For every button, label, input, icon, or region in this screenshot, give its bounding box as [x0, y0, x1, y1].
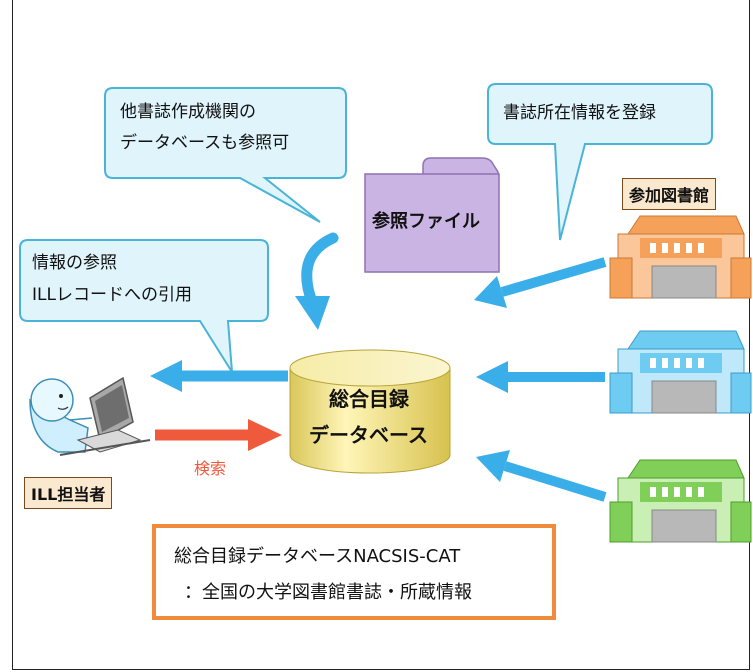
database-cylinder [289, 349, 451, 474]
reference-file-folder [364, 157, 500, 273]
summary-line1: 総合目録データベースNACSIS-CAT [174, 546, 461, 567]
callout-reference-line1: 情報の参照 [32, 253, 117, 273]
ill-staff-figure [29, 376, 151, 456]
arrow-search [155, 419, 282, 451]
reference-file-label: 参照ファイル [372, 211, 480, 232]
ill-staff-label: ILL担当者 [24, 477, 113, 509]
arrow-library-3-to-db [476, 450, 607, 502]
summary-box: 総合目録データベースNACSIS-CAT ：全国の大学図書館書誌・所蔵情報 [152, 524, 556, 620]
library-building-orange [609, 215, 752, 299]
arrow-library-1-to-db [474, 257, 607, 308]
callout-register-text: 書誌所在情報を登録 [503, 103, 656, 123]
participating-libraries-label: 参加図書館 [622, 178, 717, 210]
arrow-library-2-to-db [476, 361, 605, 393]
arrow-reference-file-to-db [295, 232, 339, 330]
callout-other-databases-line2: データベースも参照可 [120, 133, 290, 153]
library-building-green [609, 459, 752, 543]
callout-register [487, 83, 713, 241]
database-label-line2: データベース [309, 423, 428, 447]
database-label-line1: 総合目録 [329, 387, 409, 411]
callout-other-databases [104, 87, 347, 223]
arrow-db-to-ill-staff [150, 360, 288, 392]
callout-reference-line2: ILLレコードへの引用 [32, 285, 192, 305]
callout-reference [19, 239, 269, 373]
callout-other-databases-line1: 他書誌作成機関の [120, 102, 256, 122]
search-label: 検索 [194, 459, 227, 478]
library-building-blue [609, 330, 752, 414]
summary-line2: ：全国の大学図書館書誌・所蔵情報 [184, 582, 472, 603]
